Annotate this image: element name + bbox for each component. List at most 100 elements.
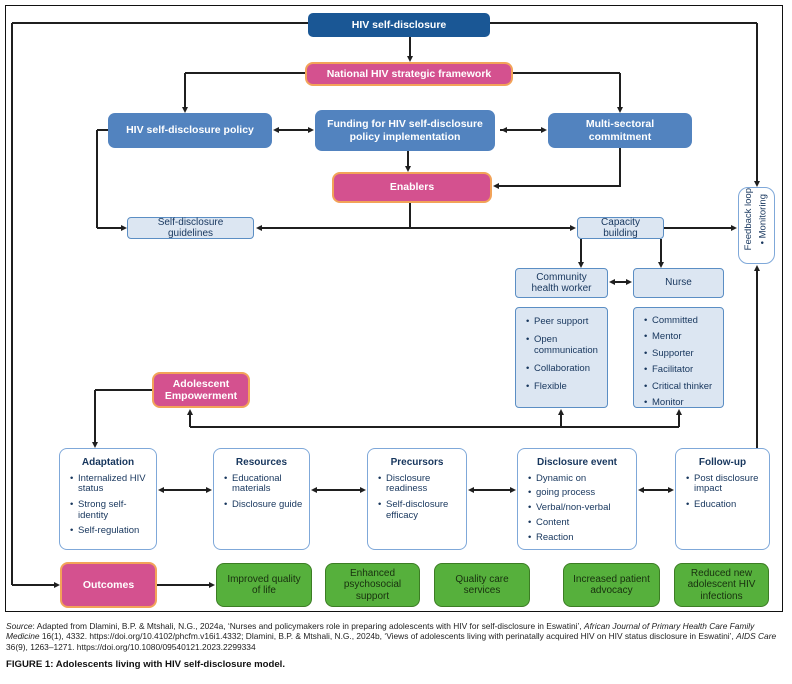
flow-line [619,73,621,109]
process-title: Disclosure event [536,457,618,468]
flow-line [513,72,620,74]
list-item: Reaction [527,532,633,544]
box-community-health-worker: Community health worker [515,268,608,298]
source-note: Source: Adapted from Dlamini, B.P. & Mts… [6,621,777,652]
arrow-head [186,409,193,415]
flow-line [94,390,96,444]
figure-caption: FIGURE 1: Adolescents living with HIV se… [6,659,285,670]
arrow-head [360,486,366,493]
arrow-head [657,262,664,268]
arrow-head [209,581,215,588]
box-nurse-attributes: Committed Mentor Supporter Facilitator C… [633,307,724,409]
list-item: Internalized HIV status [69,473,153,496]
flow-line [407,151,409,168]
arrow-head [626,278,632,285]
list-item: Supporter [643,348,720,360]
flow-line [11,23,13,585]
arrow-head [675,409,682,415]
list-item: Self-disclosure efficacy [377,499,463,522]
arrow-head [468,486,474,493]
box-improved-quality-of-life: Improved quality of life [216,563,312,607]
arrow-head [158,486,164,493]
arrow-head [753,181,760,187]
list-item: Monitor [643,397,720,409]
arrow-head [570,224,576,231]
list-item: Education [685,499,766,511]
flow-line [95,389,152,391]
list-item: Flexible [525,381,604,393]
arrow-head [493,182,499,189]
arrow-head [638,486,644,493]
flow-line [12,22,308,24]
arrow-head [91,442,98,448]
list-item: Committed [643,315,720,327]
box-precursors: Precursors Disclosure readiness Self-dis… [367,448,467,550]
flow-line [97,129,108,131]
arrow-head [181,107,188,113]
flow-line [161,489,209,491]
arrow-head [616,107,623,113]
flow-line [490,22,757,24]
flow-line [664,227,734,229]
list-item: Strong self-identity [69,499,153,522]
flow-line [96,130,98,228]
flow-line [678,412,680,427]
arrow-head [557,409,564,415]
journal-name: African Journal of Primary Health Care F… [6,621,755,642]
list-item: Post disclosure impact [685,473,766,496]
arrow-head [273,126,279,133]
box-multi-sectoral: Multi-sectoral commitment [548,113,692,148]
flow-line [612,281,629,283]
arrow-head [541,126,547,133]
list-item: Open communication [525,334,604,357]
list-item: Verbal/non-verbal [527,502,633,514]
list-item: Disclosure readiness [377,473,463,496]
flow-line [619,148,621,187]
flow-line [756,23,758,183]
source-label: Source [6,621,33,631]
flow-line [184,73,186,109]
arrow-head [731,224,737,231]
box-capacity-building: Capacity building [577,217,664,239]
arrow-head [753,265,760,271]
arrow-head [510,486,516,493]
list-item: Content [527,517,633,529]
process-title: Follow-up [698,457,747,468]
arrow-head [668,486,674,493]
caption-label: FIGURE 1: [6,659,54,670]
box-hiv-policy: HIV self-disclosure policy [108,113,272,148]
arrow-head [404,166,411,172]
list-item: Disclosure guide [223,499,306,511]
flow-line [497,185,620,187]
flow-line [185,72,305,74]
box-nurse: Nurse [633,268,724,298]
list-item: Collaboration [525,363,604,375]
box-feedback-loop: Feedback loop • Monitoring [738,187,775,264]
box-national-framework: National HIV strategic framework [305,62,513,86]
arrow-head [609,278,615,285]
box-enablers: Enablers [332,172,492,203]
box-outcomes: Outcomes [60,562,157,608]
arrow-head [311,486,317,493]
box-disclosure-event: Disclosure event Dynamic on going proces… [517,448,637,550]
process-title: Resources [235,457,288,468]
flow-line [471,489,513,491]
flow-line [157,584,212,586]
list-item: going process [527,487,633,499]
flow-line [580,239,582,264]
box-funding: Funding for HIV self-disclosure policy i… [315,110,495,151]
list-item: Dynamic on [527,473,633,485]
arrow-head [501,126,507,133]
process-title: Adaptation [81,457,135,468]
arrow-head [206,486,212,493]
box-increased-patient-advocacy: Increased patient advocacy [563,563,660,607]
box-hiv-self-disclosure: HIV self-disclosure [308,13,490,37]
box-self-disclosure-guidelines: Self-disclosure guidelines [127,217,254,239]
flow-line [259,227,573,229]
flow-line [97,227,123,229]
flow-line [641,489,671,491]
feedback-loop-text: Feedback loop • Monitoring [742,188,769,251]
flow-line [189,412,191,427]
flow-line [560,412,562,427]
